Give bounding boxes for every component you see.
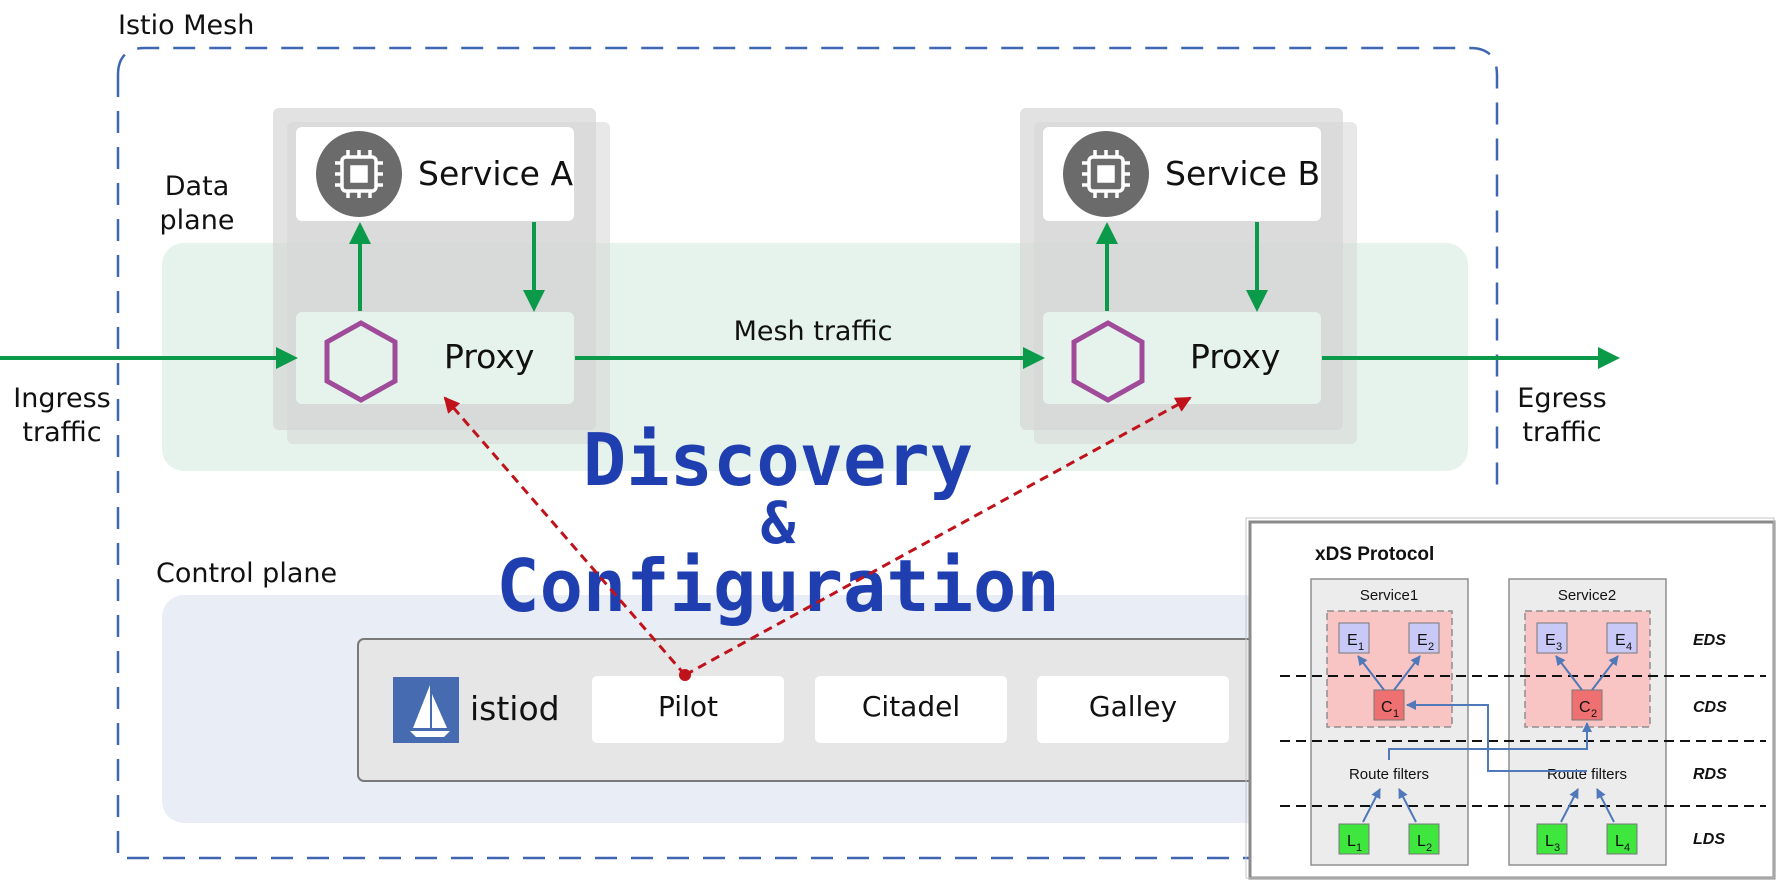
xds-layer-rds: RDS [1693, 766, 1727, 783]
xds-listener-l2-sub: 2 [1426, 842, 1432, 854]
xds-listener-l1-sub: 1 [1356, 842, 1362, 854]
xds-cluster-c1-label: C [1381, 699, 1393, 716]
overlay-ampersand: & [761, 489, 796, 557]
discovery-arrow-a [443, 396, 687, 676]
discovery-arrow-b [684, 396, 1192, 677]
xds-route-filters-2: Route filters [1547, 766, 1627, 783]
mesh-boundary [116, 46, 1499, 860]
xds-listener-l3 [1536, 823, 1568, 855]
xds-endpoint-e2-label: E [1417, 632, 1428, 649]
chip-icon-glyph [1082, 150, 1130, 198]
chip-icon-glyph [335, 150, 383, 198]
service-b-name: Service B [1165, 154, 1320, 193]
xds-endpoint-e2-sub: 2 [1428, 641, 1434, 653]
xds-cluster-c2-sub: 2 [1591, 708, 1597, 720]
xds-protocol-panel: xDS Protocol Service1 Service2 EDS CDS R… [1245, 517, 1776, 880]
xds-endpoint-e1-label: E [1347, 632, 1358, 649]
xds-route-filters-1: Route filters [1349, 766, 1429, 783]
xds-service2-label: Service2 [1558, 587, 1616, 604]
galley-card [1037, 676, 1229, 743]
pilot-origin-dot [679, 669, 691, 681]
xds-cluster-c2 [1571, 689, 1603, 721]
proxy-b-card [1043, 312, 1321, 404]
proxy-b-label: Proxy [1190, 337, 1280, 376]
proxy-hexagon-icon [1071, 320, 1145, 403]
proxy-hexagon-icon [324, 320, 398, 403]
xds-endpoint-e1-sub: 1 [1358, 641, 1364, 653]
xds-listener-l2 [1408, 823, 1440, 855]
xds-endpoint-e4-label: E [1615, 632, 1626, 649]
xds-endpoint-e3-label: E [1545, 632, 1556, 649]
xds-listener-l4-sub: 4 [1624, 842, 1630, 854]
pilot-label: Pilot [658, 690, 718, 723]
xds-endpoint-e3-sub: 3 [1556, 641, 1562, 653]
proxy-a-label: Proxy [444, 337, 534, 376]
xds-listener-l1-label: L [1347, 833, 1356, 850]
xds-cluster-c1 [1373, 689, 1405, 721]
egress-label-2: traffic [1522, 417, 1601, 448]
ingress-label-1: Ingress [13, 383, 110, 414]
citadel-card [815, 676, 1007, 743]
overlay-configuration: Configuration [496, 544, 1060, 628]
data-plane-label-1: Data [165, 171, 229, 202]
xds-listener-l2-label: L [1417, 833, 1426, 850]
xds-layer-eds: EDS [1693, 632, 1726, 649]
citadel-label: Citadel [862, 690, 960, 723]
ingress-label-2: traffic [22, 417, 101, 448]
galley-label: Galley [1089, 690, 1177, 723]
xds-listener-l3-sub: 3 [1554, 842, 1560, 854]
xds-layer-lds: LDS [1693, 831, 1725, 848]
data-plane-label-2: plane [160, 205, 235, 236]
xds-listener-l4-label: L [1615, 833, 1624, 850]
xds-endpoint-e2 [1408, 622, 1440, 654]
xds-endpoint-e3 [1536, 622, 1568, 654]
service-a-name: Service A [418, 154, 573, 193]
xds-endpoint-e4-sub: 4 [1626, 641, 1632, 653]
xds-service1-label: Service1 [1360, 587, 1418, 604]
proxy-a-card [296, 312, 574, 404]
xds-listener-l1 [1338, 823, 1370, 855]
overlay-discovery: Discovery [583, 418, 973, 502]
xds-endpoint-e4 [1606, 622, 1638, 654]
mesh-label: Istio Mesh [118, 10, 254, 41]
pod-service-b: Service B Proxy [1020, 108, 1357, 444]
control-plane-label: Control plane [156, 558, 337, 589]
xds-layer-cds: CDS [1693, 699, 1727, 716]
egress-label-1: Egress [1517, 383, 1606, 414]
istiod-box: istiod Pilot Citadel Galley [357, 638, 1289, 782]
pod-service-a: Service A Proxy [273, 108, 610, 444]
mesh-traffic-label: Mesh traffic [734, 316, 893, 347]
xds-listener-l3-label: L [1545, 833, 1554, 850]
xds-title: xDS Protocol [1315, 544, 1434, 565]
istiod-label: istiod [470, 689, 560, 728]
xds-cluster-c2-label: C [1579, 699, 1591, 716]
pilot-card [592, 676, 784, 743]
xds-cluster-c1-sub: 1 [1393, 708, 1399, 720]
xds-listener-l4 [1606, 823, 1638, 855]
xds-endpoint-e1 [1338, 622, 1370, 654]
